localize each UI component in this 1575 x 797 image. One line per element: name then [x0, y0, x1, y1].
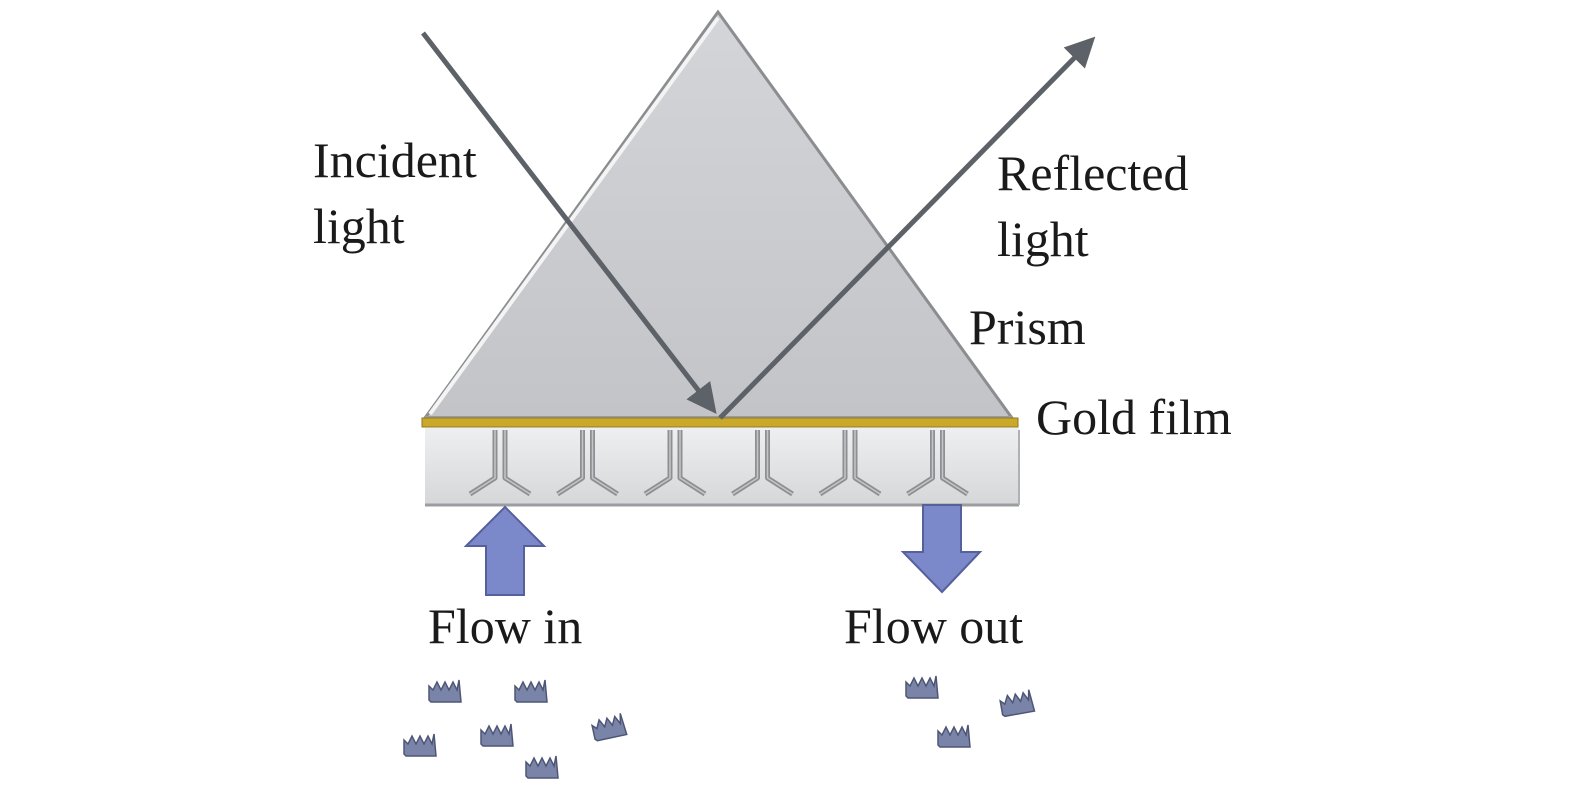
antibody-icon [818, 430, 882, 497]
antibody-icon [468, 430, 532, 497]
analyte-molecule-icon [514, 679, 548, 703]
reflected-light-label-line2: light [997, 211, 1089, 267]
incident-light-label: Incident [313, 132, 477, 188]
incident-light-label-line2: light [313, 198, 405, 254]
flow-in-arrow-icon [463, 505, 547, 596]
analyte-molecule-icon [480, 723, 514, 747]
flow-in-label: Flow in [428, 598, 582, 654]
analyte-molecule-icon [937, 724, 971, 748]
flow-out-arrow-icon [900, 504, 983, 594]
prism-label: Prism [969, 299, 1086, 355]
reflected-light-label: Reflected [997, 145, 1189, 201]
antibody-icon [643, 430, 707, 497]
flow-out-label: Flow out [844, 598, 1023, 654]
gold-film [421, 417, 1019, 428]
antibody-layer [468, 430, 969, 497]
analyte-molecule-icon [428, 679, 462, 703]
analyte-molecule-icon [590, 713, 628, 742]
reflected-light-beam [718, 36, 1096, 420]
analyte-molecule-icon [999, 689, 1036, 718]
analyte-molecule-icon [905, 675, 939, 699]
analyte-molecule-icon [525, 755, 559, 779]
flow-cell [425, 428, 1020, 507]
antibody-icon [731, 430, 794, 497]
analyte-molecule-icon [403, 733, 437, 757]
incident-light-beam [421, 31, 717, 414]
analyte-molecules [403, 675, 1036, 779]
gold-film-label: Gold film [1036, 389, 1232, 445]
antibody-icon [556, 430, 619, 497]
antibody-icon [906, 430, 969, 497]
prism [422, 9, 1015, 420]
